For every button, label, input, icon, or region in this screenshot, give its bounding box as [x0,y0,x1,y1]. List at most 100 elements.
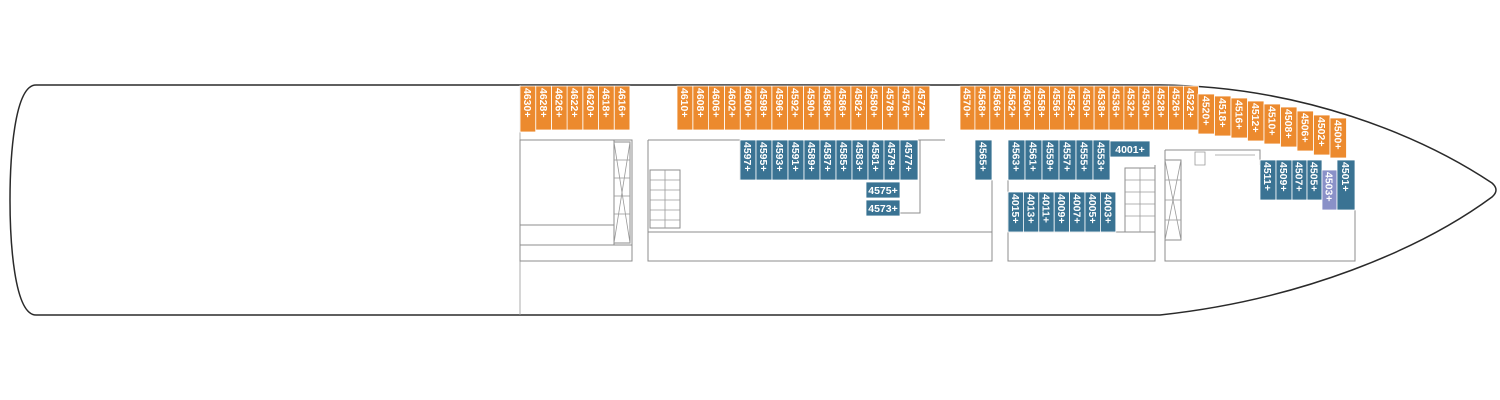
cabin-4580[interactable]: 4580+ [866,85,883,131]
cabin-4570[interactable]: 4570+ [959,85,976,131]
cabin-4572[interactable]: 4572+ [913,85,931,131]
cabin-4587[interactable]: 4587+ [819,139,837,181]
cabin-4579[interactable]: 4579+ [883,139,901,181]
cabin-4583[interactable]: 4583+ [851,139,869,181]
cabin-4590[interactable]: 4590+ [803,85,820,131]
cabin-4508[interactable]: 4508+ [1280,106,1298,148]
cabin-4591[interactable]: 4591+ [787,139,805,181]
cabin-box[interactable] [1092,139,1111,181]
cabin-4608[interactable]: 4608+ [692,85,709,131]
cabin-4532[interactable]: 4532+ [1123,85,1140,131]
cabin-4512[interactable]: 4512+ [1247,100,1265,142]
cabin-4610[interactable]: 4610+ [676,85,694,131]
cabin-4578[interactable]: 4578+ [882,85,899,131]
cabin-4597[interactable]: 4597+ [739,139,757,181]
cabin-number: 4501+ [1339,162,1351,192]
cabin-4522[interactable]: 4522+ [1183,85,1199,131]
cabin-4596[interactable]: 4596+ [771,85,788,131]
cabin-4592[interactable]: 4592+ [787,85,804,131]
cabin-4586[interactable]: 4586+ [834,85,852,131]
cabin-4565[interactable]: 4565+ [974,139,993,181]
cabin-4559[interactable]: 4559+ [1041,139,1060,181]
cabin-4015[interactable]: 4015+ [1007,191,1024,233]
cabin-number: 4015+ [1009,194,1021,223]
cabin-4576[interactable]: 4576+ [897,85,915,131]
cabin-4003[interactable]: 4003+ [1100,191,1117,233]
cabin-number: 4520+ [1199,96,1211,126]
cabin-4563[interactable]: 4563+ [1007,139,1026,181]
cabin-4536[interactable]: 4536+ [1108,85,1125,131]
cabin-box[interactable] [1336,159,1356,211]
cabin-4626[interactable]: 4626+ [551,85,568,131]
cabin-4581[interactable]: 4581+ [867,139,885,181]
cabin-4516[interactable]: 4516+ [1230,97,1248,139]
cabin-number: 4528+ [1154,88,1166,118]
cabin-4556[interactable]: 4556+ [1049,85,1065,131]
cabin-4566[interactable]: 4566+ [989,85,1006,131]
cabin-box[interactable] [519,85,537,133]
cabin-4575[interactable]: 4575+ [865,181,901,199]
cabin-4530[interactable]: 4530+ [1138,85,1155,131]
cabin-box[interactable] [865,199,901,217]
cabin-box[interactable] [1329,117,1347,159]
cabin-4007[interactable]: 4007+ [1069,191,1086,233]
cabin-4585[interactable]: 4585+ [835,139,853,181]
cabin-box[interactable] [676,85,694,131]
cabin-4505[interactable]: 4505+ [1306,159,1323,201]
cabin-4552[interactable]: 4552+ [1063,85,1080,131]
cabin-4502[interactable]: 4502+ [1313,114,1331,156]
cabin-4618[interactable]: 4618+ [598,85,615,131]
cabin-box[interactable] [974,139,993,181]
cabin-4503[interactable]: 4503+ [1321,169,1338,211]
cabin-4602[interactable]: 4602+ [724,85,741,131]
cabin-4001[interactable]: 4001+ [1109,140,1151,158]
cabin-4506[interactable]: 4506+ [1296,110,1314,152]
cabin-4557[interactable]: 4557+ [1058,139,1077,181]
cabin-4526[interactable]: 4526+ [1168,85,1184,131]
cabin-4589[interactable]: 4589+ [803,139,821,181]
cabin-box[interactable] [865,181,901,199]
cabin-4622[interactable]: 4622+ [566,85,584,131]
cabin-4620[interactable]: 4620+ [582,85,599,131]
cabin-4558[interactable]: 4558+ [1034,85,1050,131]
cabin-4568[interactable]: 4568+ [974,85,991,131]
cabin-4562[interactable]: 4562+ [1004,85,1021,131]
cabin-4501[interactable]: 4501+ [1336,159,1356,211]
cabin-4528[interactable]: 4528+ [1153,85,1169,131]
cabin-4588[interactable]: 4588+ [818,85,836,131]
cabin-4509[interactable]: 4509+ [1275,159,1293,201]
cabin-4520[interactable]: 4520+ [1197,93,1215,135]
cabin-box[interactable] [899,139,919,181]
cabin-number: 4608+ [694,88,706,118]
cabin-4598[interactable]: 4598+ [755,85,773,131]
cabin-4510[interactable]: 4510+ [1263,103,1281,145]
cabin-4600[interactable]: 4600+ [739,85,757,131]
cabin-4616[interactable]: 4616+ [613,85,631,131]
cabin-4009[interactable]: 4009+ [1053,191,1070,233]
cabin-4573[interactable]: 4573+ [865,199,901,217]
cabin-4511[interactable]: 4511+ [1259,159,1277,201]
cabin-number: 4606+ [710,88,722,118]
cabin-box[interactable] [1100,191,1117,233]
cabin-box[interactable] [1109,140,1151,158]
cabin-4582[interactable]: 4582+ [850,85,867,131]
cabin-4630[interactable]: 4630+ [519,85,537,133]
cabin-4560[interactable]: 4560+ [1019,85,1035,131]
cabin-4595[interactable]: 4595+ [755,139,773,181]
cabin-4013[interactable]: 4013+ [1023,191,1040,233]
cabin-4593[interactable]: 4593+ [771,139,789,181]
cabin-4500[interactable]: 4500+ [1329,117,1347,159]
cabin-4518[interactable]: 4518+ [1214,95,1232,137]
cabin-4553[interactable]: 4553+ [1092,139,1111,181]
cabin-4561[interactable]: 4561+ [1024,139,1043,181]
cabin-4005[interactable]: 4005+ [1084,191,1101,233]
cabin-4577[interactable]: 4577+ [899,139,919,181]
cabin-4538[interactable]: 4538+ [1093,85,1110,131]
cabin-4555[interactable]: 4555+ [1075,139,1094,181]
cabin-4507[interactable]: 4507+ [1291,159,1308,201]
cabin-4606[interactable]: 4606+ [708,85,725,131]
cabin-4011[interactable]: 4011+ [1038,191,1055,233]
cabin-4628[interactable]: 4628+ [535,85,552,131]
cabin-4550[interactable]: 4550+ [1078,85,1095,131]
cabin-number: 4532+ [1125,88,1137,118]
